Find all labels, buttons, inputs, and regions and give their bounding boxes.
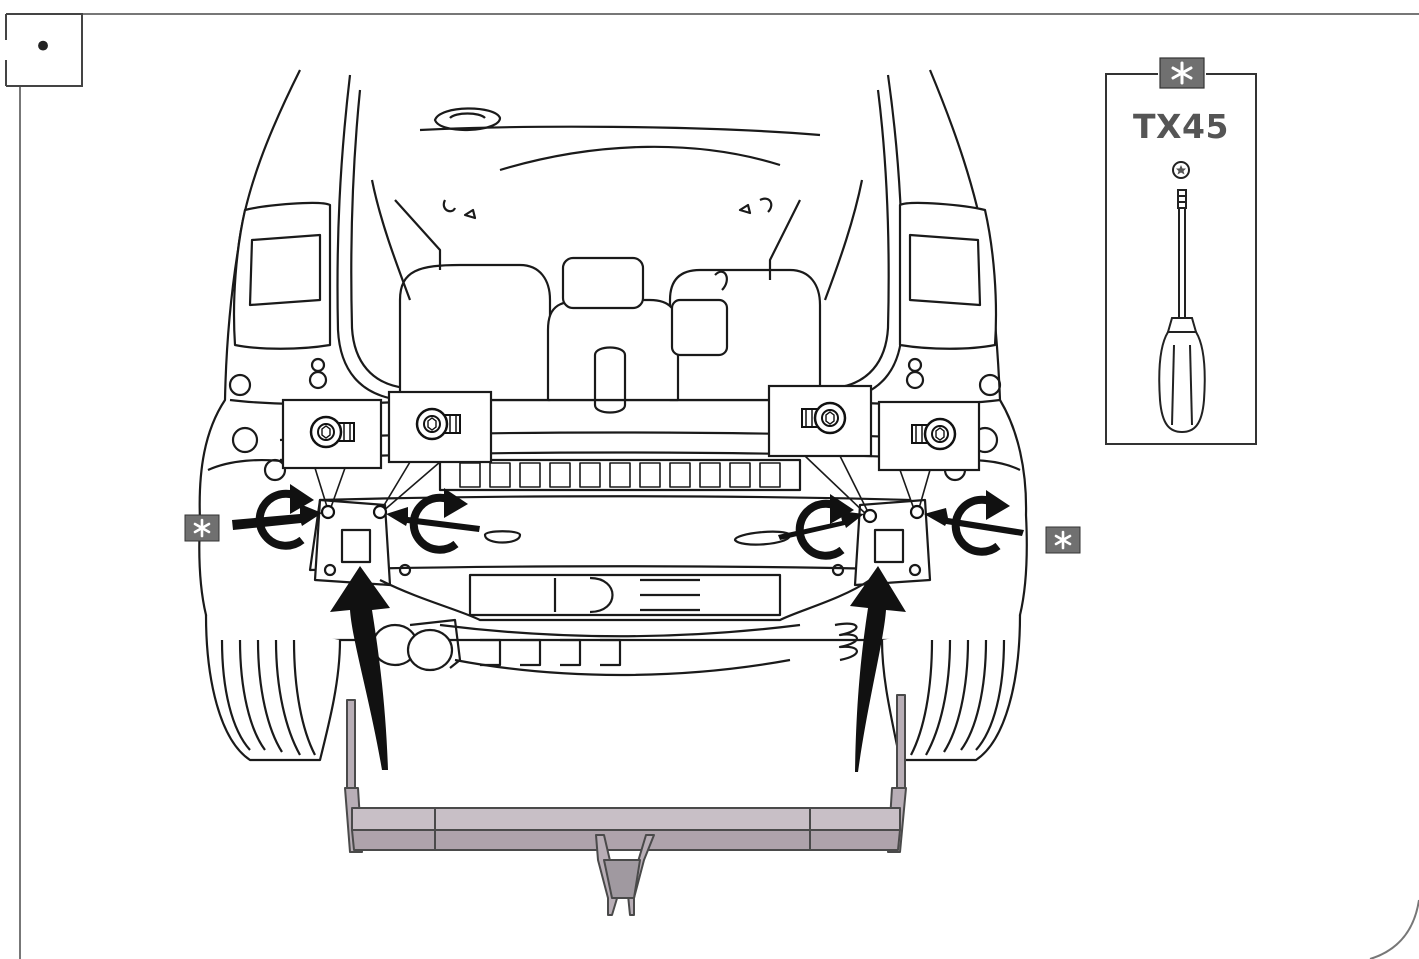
vehicle-rear-view xyxy=(198,69,1028,762)
step-marker-dot: • xyxy=(33,27,53,67)
torx-head-icon xyxy=(1172,161,1190,179)
tool-panel: TX45 xyxy=(1105,57,1257,445)
towbar-crossbeam xyxy=(344,694,907,916)
asterisk-symbol-right xyxy=(1044,525,1082,555)
torx-screwdriver-icon xyxy=(1158,189,1206,434)
step-marker: • xyxy=(5,13,83,87)
page-frame xyxy=(19,13,1419,959)
asterisk-torque-icon xyxy=(1159,57,1205,89)
bolt-arrows xyxy=(232,484,1024,772)
asterisk-symbol-left xyxy=(183,513,221,543)
bolt-callouts xyxy=(281,384,981,524)
tool-bit-size: TX45 xyxy=(1133,107,1229,146)
